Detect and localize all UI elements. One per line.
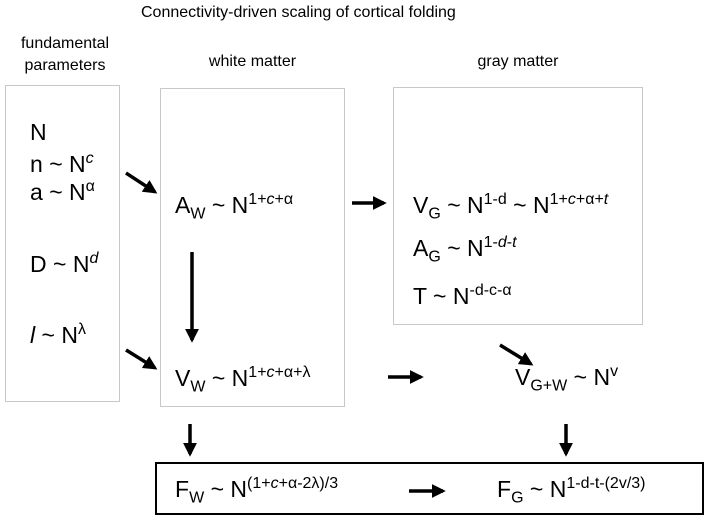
exp-part: +α+	[575, 191, 604, 209]
base-N: N	[72, 251, 90, 277]
exp-a: 1-d	[483, 191, 507, 209]
sim-sign: ~	[447, 235, 461, 261]
base-N: N	[231, 192, 249, 218]
eq-V-white: VW ~ N1+c+α+λ	[175, 364, 311, 395]
V-subscript: W	[190, 378, 206, 396]
eq-V-combined: VG+W ~ Nv	[515, 363, 619, 394]
exp-part: +α	[274, 191, 294, 209]
sim-sign: ~	[211, 365, 226, 391]
sim-sign: ~	[41, 322, 55, 348]
F-subscript: W	[189, 489, 205, 507]
eq-T-gray: T ~ N-d-c-α	[413, 282, 512, 309]
exp-part: -	[506, 234, 513, 252]
exp-part: 1-	[483, 234, 498, 252]
A-symbol: A	[413, 235, 429, 261]
base-N: N	[549, 476, 567, 502]
sim-sign: ~	[210, 476, 224, 502]
a-symbol: a	[30, 179, 43, 205]
base-N: N	[532, 192, 550, 218]
a-exponent: α	[85, 178, 95, 196]
white-matter-box	[160, 88, 345, 407]
eq-n-scaling: n ~ Nc	[30, 150, 94, 177]
F-exponent: 1-d-t-(2v/3)	[566, 475, 646, 493]
header-fundamental-line2: parameters	[24, 57, 106, 74]
n-exponent: c	[85, 150, 94, 168]
n-symbol: n	[30, 151, 43, 177]
N-symbol: N	[30, 119, 47, 145]
base-N: N	[231, 365, 249, 391]
sim-sign: ~	[211, 192, 226, 218]
eq-N: N	[30, 121, 47, 144]
header-fundamental-line1: fundamental	[20, 35, 110, 52]
sim-sign: ~	[447, 192, 461, 218]
exp-c: c	[266, 191, 275, 209]
gray-matter-box	[393, 87, 643, 325]
V-symbol: V	[175, 365, 191, 391]
exp-d: d	[497, 234, 507, 252]
exp-part: +α+λ	[274, 364, 311, 382]
eq-F-white: FW ~ N(1+c+α-2λ)/3	[175, 475, 339, 506]
V-exponent: v	[610, 363, 619, 381]
base-N: N	[69, 151, 86, 177]
F-symbol: F	[175, 476, 190, 502]
exp-part: 1+	[248, 364, 267, 382]
exp-part: (1+	[247, 475, 271, 493]
V-symbol: V	[413, 192, 429, 218]
sim-sign: ~	[573, 364, 588, 390]
header-white-matter: white matter	[208, 53, 297, 70]
eq-F-gray: FG ~ N1-d-t-(2v/3)	[497, 475, 646, 506]
arrow-gray-to-Vgw	[499, 343, 534, 366]
D-symbol: D	[30, 251, 47, 277]
arrow-fundamental-to-Aw	[125, 171, 158, 194]
header-gray-matter: gray matter	[477, 53, 559, 70]
exp-c: c	[270, 475, 279, 493]
A-symbol: A	[175, 192, 191, 218]
exp-c: c	[567, 191, 576, 209]
A-subscript: G	[428, 248, 441, 266]
exp-part: 1+	[549, 191, 568, 209]
base-N: N	[467, 192, 484, 218]
sim-sign: ~	[433, 283, 447, 309]
T-exponent: -d-c-α	[469, 282, 512, 300]
l-symbol: l	[30, 322, 36, 348]
base-N: N	[452, 283, 470, 309]
eq-D-scaling: D ~ Nd	[30, 250, 99, 277]
eq-A-gray: AG ~ N1-d-t	[413, 234, 517, 265]
exp-part: 1+	[248, 191, 267, 209]
base-N: N	[230, 476, 248, 502]
exp-t: t	[603, 191, 609, 209]
sim-sign: ~	[529, 476, 544, 502]
F-symbol: F	[497, 476, 512, 502]
fundamental-parameters-box	[5, 85, 120, 402]
V-subscript: G	[428, 205, 441, 223]
exp-c: c	[266, 364, 275, 382]
exp-part: +α-2λ)/3	[278, 475, 339, 493]
V-subscript: G+W	[530, 377, 568, 395]
T-symbol: T	[413, 283, 427, 309]
D-exponent: d	[89, 250, 99, 268]
eq-A-white: AW ~ N1+c+α	[175, 191, 294, 222]
sim-sign: ~	[49, 151, 63, 177]
header-fundamental-parameters: fundamental parameters	[0, 33, 130, 77]
eq-V-gray: VG ~ N1-d ~ N1+c+α+t	[413, 191, 609, 222]
arrow-fundamental-to-Vw	[125, 348, 158, 370]
eq-a-scaling: a ~ Nα	[30, 178, 95, 205]
folding-box	[155, 462, 704, 515]
diagram-title: Connectivity-driven scaling of cortical …	[141, 4, 456, 21]
base-N: N	[467, 235, 484, 261]
base-N: N	[69, 179, 86, 205]
sim-sign: ~	[49, 179, 63, 205]
F-subscript: G	[511, 489, 524, 507]
sim-sign: ~	[53, 251, 67, 277]
eq-l-scaling: l ~ Nλ	[30, 321, 86, 348]
sim-sign: ~	[513, 192, 527, 218]
A-subscript: W	[190, 205, 206, 223]
exp-t: t	[512, 234, 517, 252]
V-symbol: V	[515, 364, 531, 390]
l-exponent: λ	[77, 321, 86, 339]
base-N: N	[61, 322, 78, 348]
base-N: N	[593, 364, 611, 390]
